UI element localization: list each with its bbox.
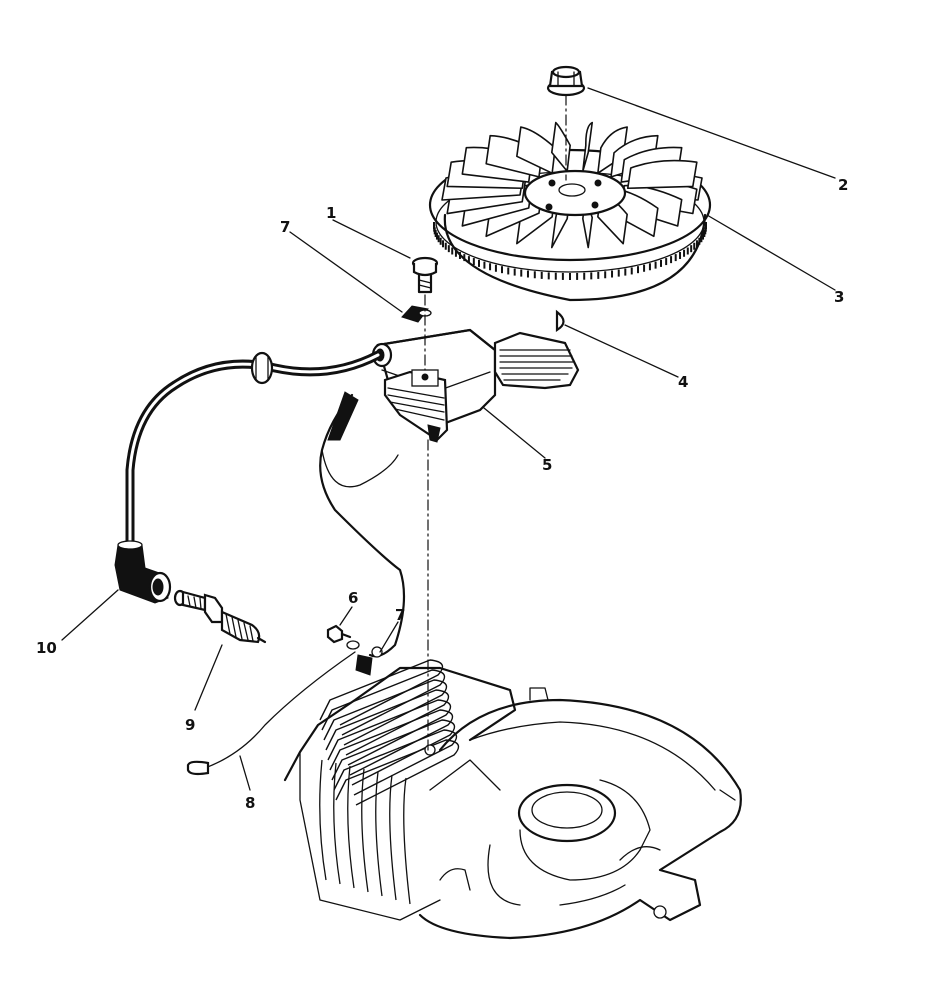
callout-8: 8 (245, 794, 255, 812)
callout-1: 1 (326, 204, 336, 222)
spark-plug-lead (125, 350, 383, 553)
ground-screw (326, 624, 360, 650)
callout-7-upper: 7 (280, 218, 290, 236)
ignition-module (371, 328, 580, 443)
kill-wire (186, 391, 406, 776)
callout-10: 10 (36, 639, 57, 657)
callout-2: 2 (838, 176, 848, 194)
flywheel-nut (546, 65, 586, 97)
ground-clip-upper (401, 305, 432, 323)
callout-9: 9 (185, 716, 195, 734)
callout-6: 6 (348, 589, 358, 607)
callout-7-lower: 7 (395, 606, 405, 624)
callout-labels: 1 2 3 4 5 6 7 7 8 9 10 (36, 176, 848, 812)
flywheel (428, 121, 712, 302)
spark-plug-boot (114, 540, 172, 604)
flywheel-key (555, 309, 565, 332)
ring-gear-teeth (433, 222, 707, 280)
callout-5: 5 (542, 456, 552, 474)
engine-block (283, 659, 742, 940)
ground-clip-lower (355, 646, 383, 676)
assembly-center-lines (424, 94, 567, 751)
spark-plug (173, 589, 267, 644)
callout-3: 3 (834, 288, 844, 306)
flywheel-fins (441, 121, 703, 249)
ignition-screw (411, 256, 439, 294)
callout-4: 4 (678, 373, 688, 391)
cylinder-fins (319, 659, 460, 905)
leader-lines (61, 87, 836, 791)
